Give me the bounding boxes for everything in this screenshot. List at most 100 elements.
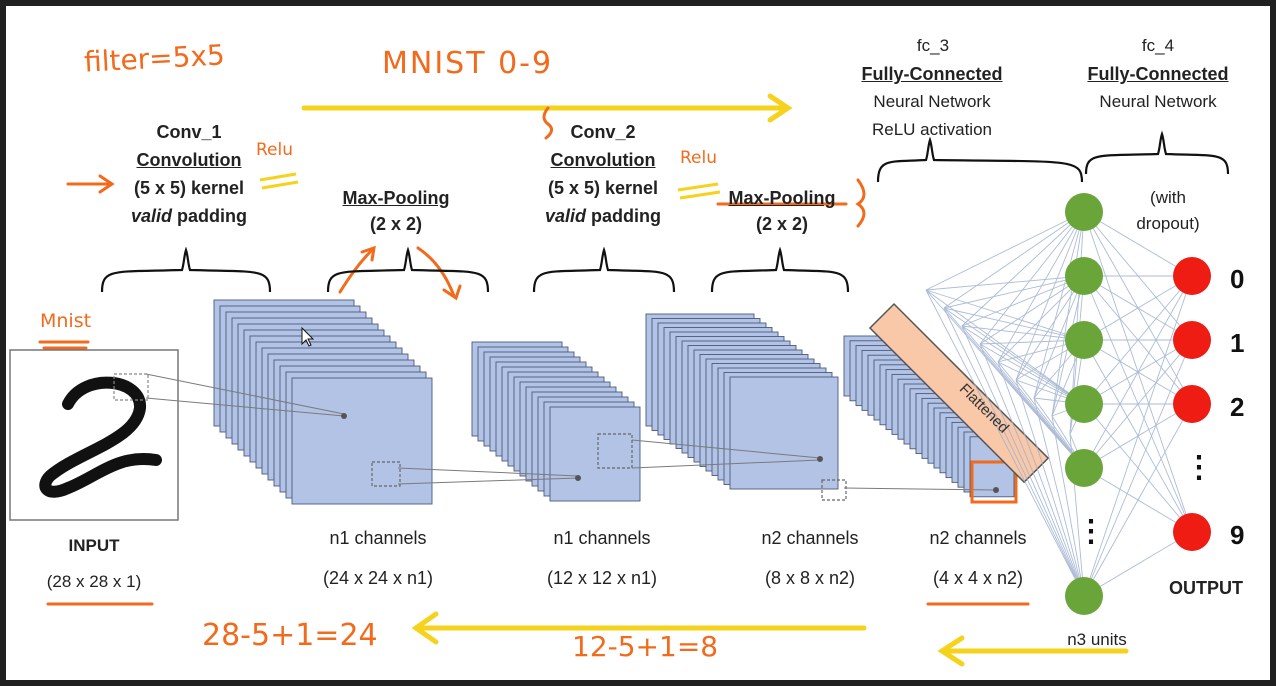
- conv2-padding: valid padding: [520, 206, 686, 227]
- edge: [979, 343, 1085, 597]
- input-dims: (28 x 28 x 1): [46, 572, 142, 591]
- pool2-size: (2 x 2): [755, 214, 809, 234]
- conv2-kernel: (5 x 5) kernel: [547, 178, 659, 198]
- relu-annotation-2: Relu: [680, 148, 718, 168]
- edge: [943, 307, 1085, 597]
- conv2-stack: [645, 313, 839, 490]
- edge: [943, 307, 1085, 341]
- output-ellipsis: ⋮: [1184, 451, 1214, 484]
- relu-annotation-1: Relu: [256, 140, 294, 160]
- edge: [1033, 211, 1085, 399]
- conv1-stack-map: [291, 377, 433, 505]
- hidden-node: [1065, 257, 1103, 295]
- edge: [1083, 339, 1193, 469]
- hidden-node: [1065, 321, 1103, 359]
- conv2-name: Conv_2: [570, 122, 636, 142]
- edge: [961, 211, 1085, 327]
- edge: [925, 289, 1085, 405]
- conv2-output-channels: n2 channels: [761, 528, 859, 548]
- pool2-output-channels: n2 channels: [929, 528, 1027, 548]
- fc3-units-label: n3 units: [1067, 630, 1127, 649]
- conv1-output-dims: (24 x 24 x n1): [322, 568, 434, 588]
- backward-arrow-2: [937, 635, 1129, 667]
- pool1-output-dims: (12 x 12 x n1): [546, 568, 658, 588]
- edge: [1033, 275, 1085, 399]
- fc3-activation: ReLU activation: [871, 120, 992, 139]
- pool1-output-channels: n1 channels: [553, 528, 651, 548]
- conv1-type: Convolution: [136, 150, 242, 170]
- fc3-type: Fully-Connected: [861, 64, 1003, 84]
- conv1-padding-rest: padding: [172, 206, 248, 226]
- edge: [1083, 275, 1193, 597]
- edge: [1015, 275, 1085, 381]
- edge: [979, 343, 1085, 405]
- pool2-name: Max-Pooling: [728, 188, 836, 208]
- mnist-annotation: Mnist: [40, 310, 92, 332]
- fc4-type: Fully-Connected: [1087, 64, 1229, 84]
- output-digit-0: 0: [1230, 264, 1245, 294]
- hidden-layer-nodes: [1065, 193, 1103, 615]
- input-label: INPUT: [68, 536, 120, 555]
- edge: [925, 275, 1085, 291]
- edge: [1051, 415, 1085, 597]
- backward-arrow-1: [411, 611, 867, 645]
- relu-marks: [259, 172, 721, 200]
- conv2-output-dims: (8 x 8 x n2): [764, 568, 856, 588]
- edge: [1083, 531, 1193, 597]
- output-node: [1173, 257, 1211, 295]
- conv1-output-channels: n1 channels: [329, 528, 427, 548]
- conv2-padding-rest: padding: [586, 206, 662, 226]
- input-image: [9, 349, 179, 521]
- edge: [1051, 211, 1085, 417]
- pool2-output-dims: (4 x 4 x n2): [932, 568, 1024, 588]
- conv1-padding-em: valid: [130, 206, 173, 226]
- edge: [961, 325, 1085, 405]
- pool1-stack-map: [549, 406, 641, 502]
- output-node: [1173, 385, 1211, 423]
- edge: [925, 211, 1085, 291]
- hidden-node: [1065, 449, 1103, 487]
- formula-annotation-2: 12-5+1=8: [572, 630, 719, 663]
- edge: [925, 289, 1085, 597]
- conv2-stack-map: [729, 376, 839, 490]
- edge: [997, 361, 1085, 597]
- fc3-name: fc_3: [916, 36, 950, 55]
- edge: [925, 289, 1085, 341]
- hidden-node: [1065, 193, 1103, 231]
- pool1-size: (2 x 2): [369, 214, 423, 234]
- edge: [943, 275, 1085, 309]
- edge: [961, 325, 1085, 341]
- receptive-field-lines: [145, 373, 997, 491]
- flatten-bar: [868, 302, 1050, 484]
- edge: [961, 275, 1085, 327]
- conv1-stack: [213, 299, 433, 505]
- edge: [1083, 339, 1193, 597]
- output-node: [1173, 513, 1211, 551]
- edge: [1083, 275, 1193, 405]
- mnist-range-annotation: MNIST 0-9: [382, 46, 554, 81]
- pool1-stack: [471, 341, 641, 502]
- output-node: [1173, 321, 1211, 359]
- kernel-markers: [341, 413, 1018, 504]
- fc4-network: Neural Network: [1099, 92, 1217, 111]
- conv2-padding-em: valid: [544, 206, 587, 226]
- edge: [997, 211, 1085, 363]
- pool2-stack: [843, 335, 1015, 498]
- conv1-name: Conv_1: [156, 122, 222, 142]
- conv1-kernel: (5 x 5) kernel: [133, 178, 245, 198]
- cursor-icon: [301, 326, 315, 347]
- edge: [1015, 379, 1085, 597]
- diagram-graphics: [9, 93, 1230, 667]
- orange-marks: [38, 106, 1030, 606]
- dropout-line-2: dropout): [1136, 214, 1200, 233]
- edge: [1015, 211, 1085, 381]
- hidden-node: [1065, 577, 1103, 615]
- edge: [979, 275, 1085, 345]
- forward-arrow: [301, 93, 793, 123]
- edge: [943, 211, 1085, 309]
- conv2-type: Convolution: [550, 150, 656, 170]
- edge: [1083, 275, 1193, 341]
- output-layer-nodes: [1173, 257, 1211, 551]
- hidden-ellipsis: ⋮: [1076, 515, 1106, 548]
